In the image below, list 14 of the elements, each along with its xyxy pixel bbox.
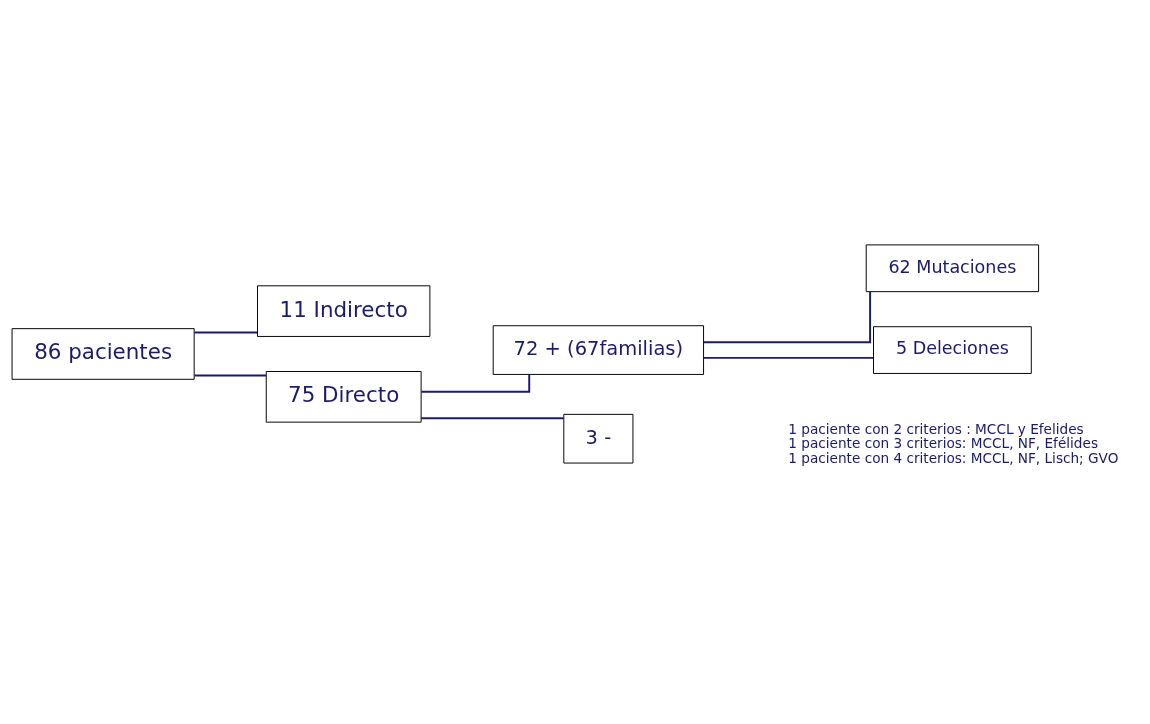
node-label: 1 paciente con 4 criterios: MCCL, NF, Lisch; GVO (788, 449, 1119, 466)
connector (420, 416, 565, 419)
node-box: 11 Indirecto (257, 284, 431, 337)
connector (193, 331, 259, 334)
connector (702, 356, 875, 359)
node-box: 86 pacientes (11, 327, 195, 380)
node-box: 75 Directo (265, 370, 422, 423)
node-label: 1 paciente con 2 criterios : MCCL y Efelides (788, 420, 1084, 437)
connector (193, 373, 268, 376)
node-box: 3 - (563, 413, 634, 464)
node-box: 72 + (67familias) (492, 324, 705, 375)
connector (702, 290, 872, 343)
node-box: 5 Deleciones (873, 325, 1032, 374)
node-box: 62 Mutaciones (865, 243, 1040, 292)
